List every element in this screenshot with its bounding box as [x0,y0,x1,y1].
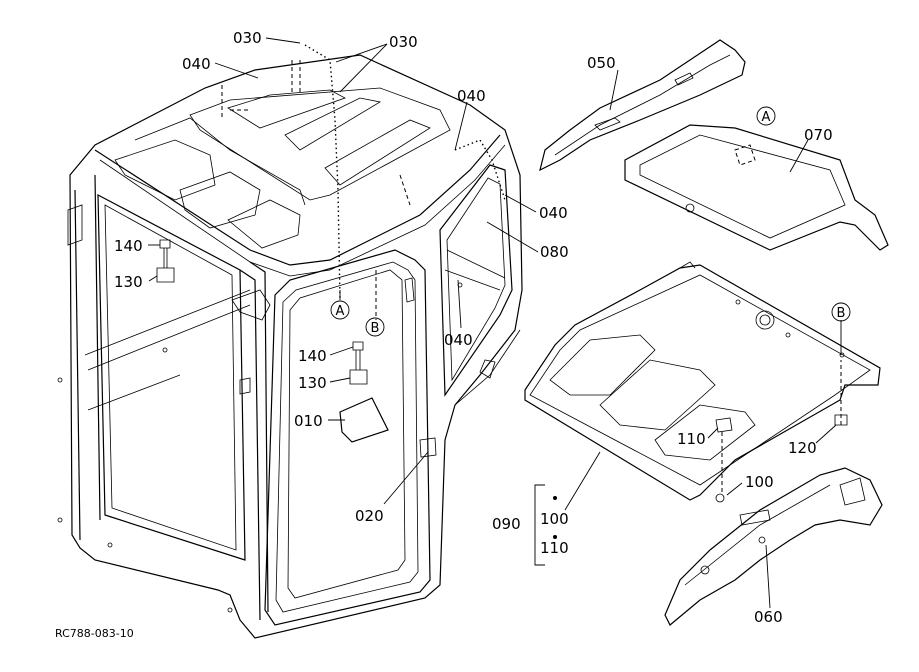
label-130b: 130 [298,374,327,392]
bolt-shaft-a [163,248,168,268]
ref-marker-a1: A [330,300,350,320]
ref-marker-a2: A [756,106,776,126]
plate-010 [339,397,389,443]
nut-140b [352,341,364,351]
label-090: 090 [492,515,521,533]
label-040d: 040 [444,331,473,349]
label-040a: 040 [182,55,211,73]
label-030b: 030 [389,33,418,51]
screw-120 [834,414,848,426]
ref-marker-b1: B [365,317,385,337]
reference-lines [221,44,842,495]
label-120: 120 [788,439,817,457]
leader-lines [148,37,842,609]
label-060: 060 [754,608,783,626]
label-040b: 040 [457,87,486,105]
screw-100 [715,493,725,503]
small-parts [156,239,848,566]
label-010: 010 [294,412,323,430]
knob-130b [349,369,368,385]
svg-text:B: B [837,306,846,321]
svg-text:A: A [762,110,771,125]
part-090-liner [524,261,881,501]
kit-dot-100 [553,496,557,500]
svg-text:B: B [371,321,380,336]
cab-body [57,54,523,639]
label-140b: 140 [298,347,327,365]
diagram-code: RC788-083-10 [55,627,134,640]
label-030a: 030 [233,29,262,47]
bolt-shaft-b [355,350,361,370]
label-110a: 110 [677,430,706,448]
kit-bracket [534,484,545,566]
part-050-rail [539,39,746,172]
label-050: 050 [587,54,616,72]
label-130a: 130 [114,273,143,291]
part-070-cover [624,124,889,251]
svg-text:A: A [336,304,345,319]
knob-130a [156,267,175,283]
label-020: 020 [355,507,384,525]
label-100a: 100 [745,473,774,491]
label-100b: 100 [540,510,569,528]
label-110b: 110 [540,539,569,557]
ref-marker-b2: B [831,302,851,322]
label-040c: 040 [539,204,568,222]
kit-dot-110 [553,535,557,539]
part-labels: 030 030 040 040 040 040 050 070 080 140 … [114,29,833,626]
clip-110 [715,417,733,433]
label-080: 080 [540,243,569,261]
nut-140a [159,239,171,249]
label-070: 070 [804,126,833,144]
label-140a: 140 [114,237,143,255]
part-060-rail [664,467,883,626]
